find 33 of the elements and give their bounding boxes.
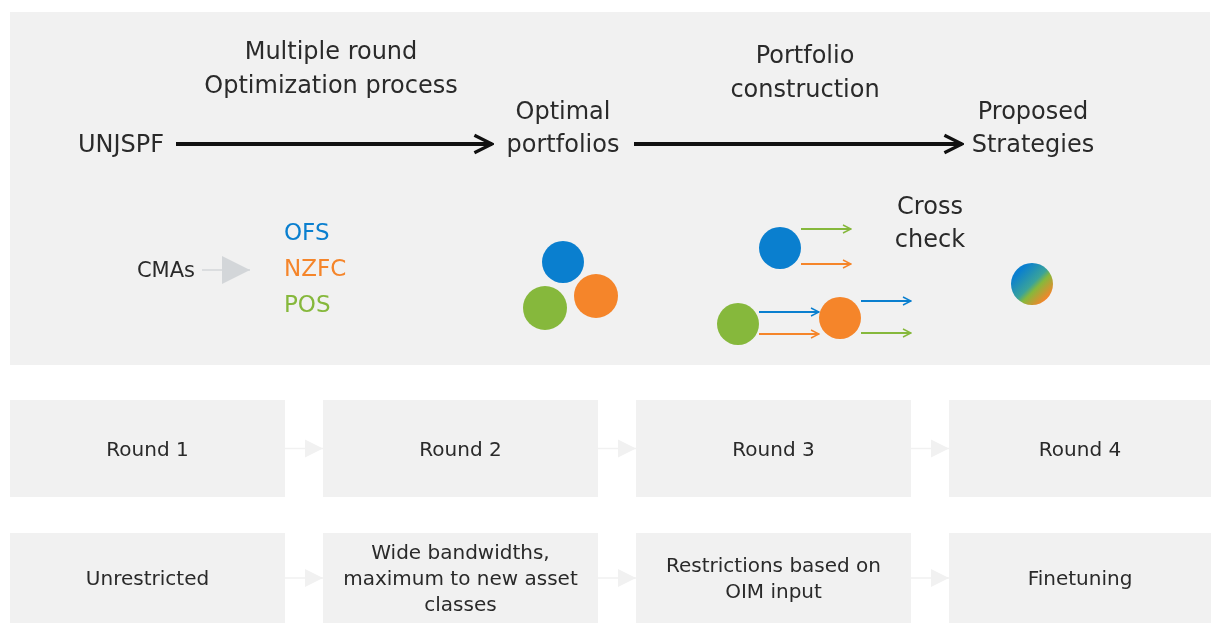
round-label: Round 1: [106, 435, 189, 462]
arrow: [176, 133, 494, 155]
note-label: Cross check: [893, 191, 967, 255]
arrow: [860, 328, 912, 338]
circle-marker: [819, 297, 861, 339]
arrow: [800, 224, 852, 234]
arrow: [201, 256, 251, 284]
circle-marker: [542, 241, 584, 283]
circle-marker: [574, 274, 618, 318]
strategy-name: OFS: [284, 218, 330, 247]
round-label: Round 3: [732, 435, 815, 462]
circle-marker: [1011, 263, 1053, 305]
stage-label: Proposed Strategies: [970, 96, 1096, 160]
circle-marker: [717, 303, 759, 345]
circle-marker: [759, 227, 801, 269]
step-description: Unrestricted: [85, 565, 210, 591]
step-description: Finetuning: [1027, 565, 1133, 591]
arrow: [634, 133, 964, 155]
step-description: Restrictions based on OIM input: [664, 552, 883, 604]
strategy-name: NZFC: [284, 254, 347, 283]
round-label: Round 2: [419, 435, 502, 462]
arrow: [800, 259, 852, 269]
strategy-name: POS: [284, 290, 331, 319]
arrow: [758, 307, 820, 317]
stage-label: Optimal portfolios: [505, 96, 621, 160]
stage-label: UNJSPF: [77, 128, 165, 160]
arrow: [860, 296, 912, 306]
stage-label: CMAs: [136, 256, 196, 284]
step-description: Wide bandwidths, maximum to new asset classes: [342, 539, 579, 617]
circle-marker: [523, 286, 567, 330]
background-panel: [10, 12, 1210, 365]
round-label: Round 4: [1038, 435, 1122, 462]
arrow: [758, 329, 820, 339]
